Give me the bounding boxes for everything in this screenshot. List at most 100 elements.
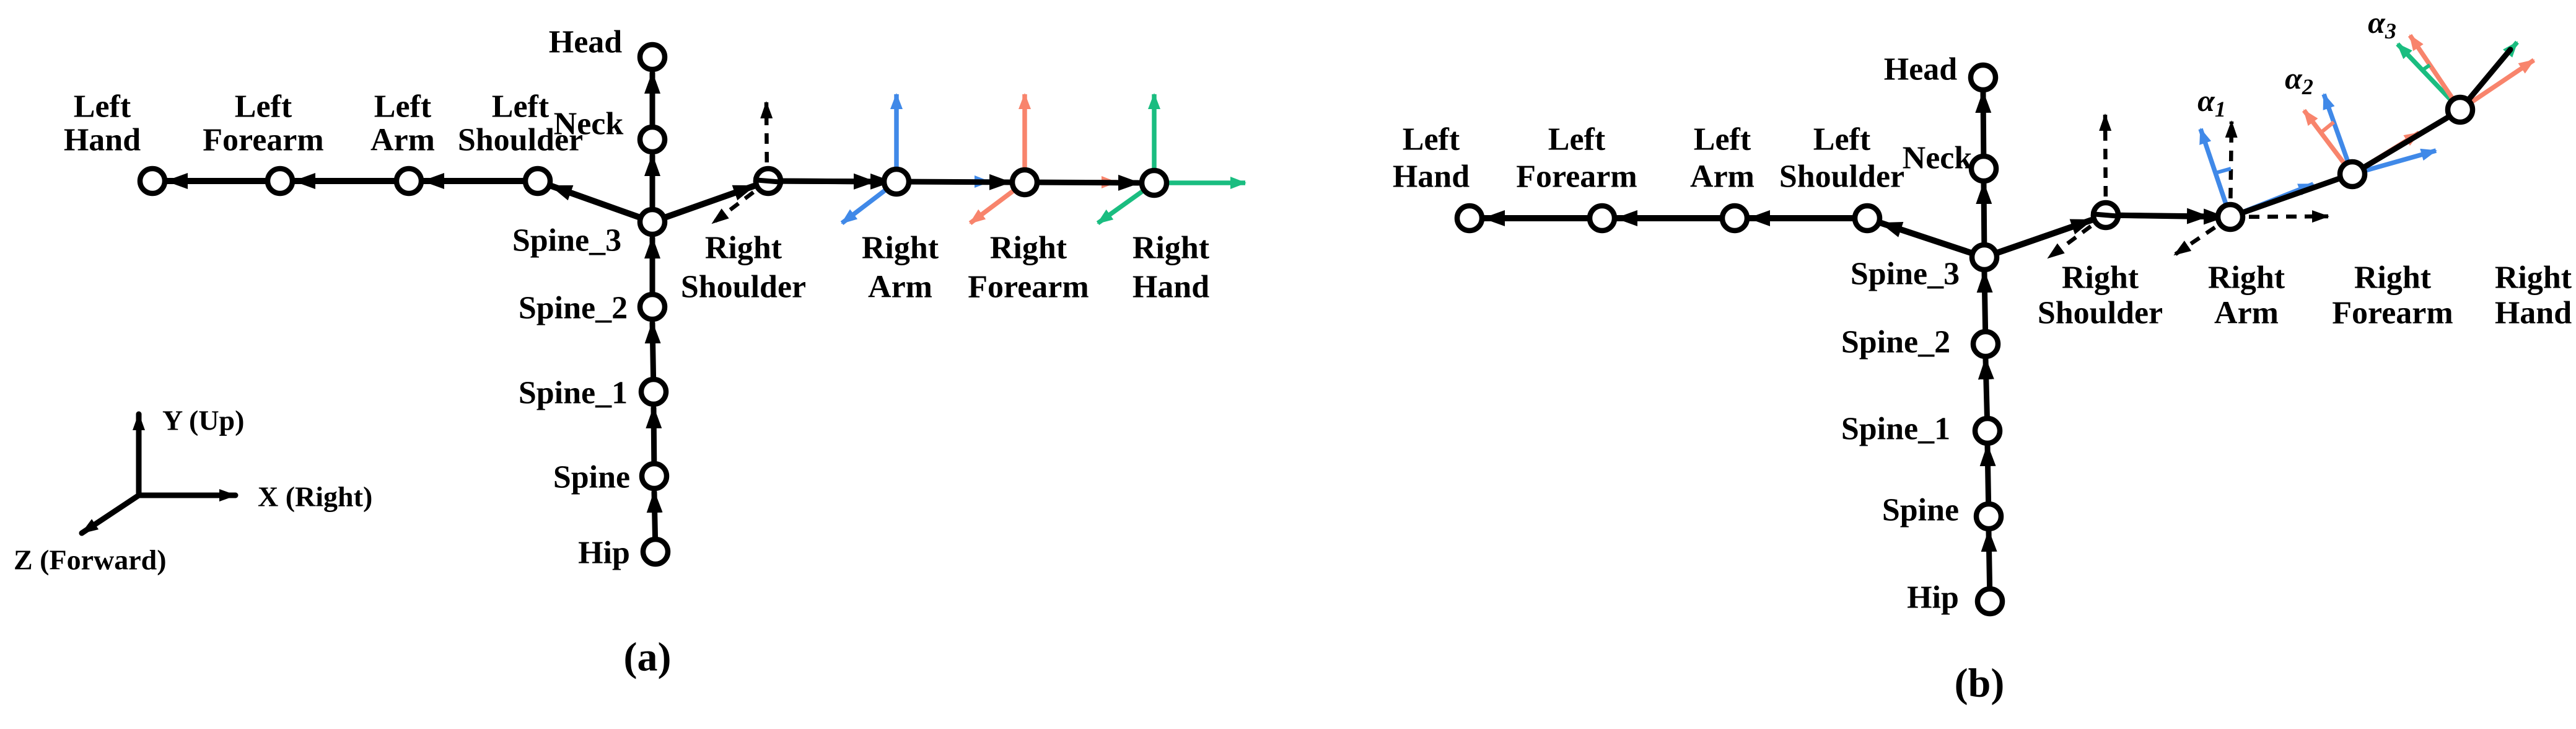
label-left-hand-a-2: Hand xyxy=(64,123,141,158)
label-left-forearm-a-1: Left xyxy=(235,89,292,125)
label-right-arm-b-1: Right xyxy=(2208,260,2285,296)
label-right-shoulder-b-1: Right xyxy=(2062,260,2139,296)
joint-right-forearm-b xyxy=(2337,159,2368,190)
joint-right-hand-b xyxy=(2445,94,2476,125)
label-neck-a: Neck xyxy=(554,107,624,142)
label-right-forearm-a-1: Right xyxy=(990,231,1067,266)
label-alpha-3: α3 xyxy=(2368,5,2396,43)
joint-left-hand-b xyxy=(1454,203,1485,234)
joint-left-shoulder-b xyxy=(1852,203,1883,234)
joint-left-shoulder-a xyxy=(522,166,553,197)
label-spine3-b: Spine_3 xyxy=(1851,257,1960,292)
joint-spine3-a xyxy=(637,206,668,237)
label-alpha-1: α1 xyxy=(2197,83,2226,122)
label-right-arm-a-1: Right xyxy=(862,231,939,266)
label-spine-b: Spine xyxy=(1882,493,1959,528)
joint-right-arm-a xyxy=(881,166,912,197)
joint-left-arm-a xyxy=(393,166,424,197)
alpha3-angle-tick xyxy=(2421,63,2431,72)
label-right-shoulder-b-2: Shoulder xyxy=(2038,296,2163,331)
label-hip-a: Hip xyxy=(578,536,630,571)
alpha-1-subscript: 1 xyxy=(2215,97,2226,122)
label-right-hand-a-2: Hand xyxy=(1132,270,1209,305)
joint-spine2-a xyxy=(637,291,668,322)
caption-panel-b: (b) xyxy=(1955,661,2005,706)
label-left-shoulder-b-1: Left xyxy=(1813,122,1871,157)
caption-panel-a: (a) xyxy=(624,635,672,680)
joint-spine1-a xyxy=(638,376,669,407)
joint-right-arm-b xyxy=(2215,201,2246,232)
joint-spine1-b xyxy=(1972,415,2003,446)
label-left-hand-a-1: Left xyxy=(74,89,131,125)
dashed-z-axis-right-arm-b xyxy=(2173,215,2232,257)
green-y-axis-right-hand-b xyxy=(2396,42,2462,112)
label-left-hand-b-1: Left xyxy=(1403,122,1460,157)
label-head-a: Head xyxy=(549,25,623,60)
label-left-arm-a-2: Arm xyxy=(370,123,435,158)
label-left-shoulder-a-2: Shoulder xyxy=(458,123,583,158)
dashed-y-axis-right-shoulder-a xyxy=(760,101,773,182)
alpha-2-subscript: 2 xyxy=(2302,74,2313,99)
joint-neck-b xyxy=(1968,153,1999,184)
label-right-forearm-a-2: Forearm xyxy=(968,270,1089,305)
panel-b: Head Neck Spine_3 Spine_2 Spine_1 Spine … xyxy=(1393,5,2572,706)
label-left-shoulder-a-1: Left xyxy=(492,89,550,125)
chord-right-shoulder-b xyxy=(2090,211,2121,219)
label-right-arm-b-2: Arm xyxy=(2214,296,2279,331)
alpha1-angle-tick xyxy=(2215,167,2232,175)
legend-z-axis-arrow xyxy=(79,492,142,536)
label-left-arm-a-1: Left xyxy=(374,89,432,125)
dashed-y-axis-right-arm-b xyxy=(2225,120,2238,218)
dashed-x-axis-right-arm-b xyxy=(2230,210,2329,223)
bone-spine3-right-shoulder-b xyxy=(1981,217,2095,260)
alpha-2-symbol: α xyxy=(2285,61,2303,95)
dashed-z-axis-right-shoulder-a xyxy=(711,179,769,225)
alpha2-angle-tick xyxy=(2320,120,2335,135)
label-left-forearm-a-2: Forearm xyxy=(203,123,323,158)
label-right-forearm-b-2: Forearm xyxy=(2332,296,2453,331)
legend-y-label: Y (Up) xyxy=(162,405,244,436)
joint-spine-b xyxy=(1973,501,2004,532)
joint-left-forearm-b xyxy=(1587,203,1618,234)
label-left-forearm-b-2: Forearm xyxy=(1516,159,1637,195)
alpha-3-symbol: α xyxy=(2368,5,2386,40)
joint-hip-a xyxy=(640,536,671,567)
label-left-arm-b-2: Arm xyxy=(1690,159,1755,195)
label-right-hand-b-1: Right xyxy=(2495,260,2572,296)
label-neck-b: Neck xyxy=(1903,141,1973,176)
label-right-shoulder-a-2: Shoulder xyxy=(681,270,806,305)
joint-right-forearm-a xyxy=(1009,167,1040,198)
label-spine2-a: Spine_2 xyxy=(519,291,628,326)
label-right-hand-a-1: Right xyxy=(1132,231,1210,266)
joint-spine3-b xyxy=(1969,242,2000,273)
bone-right-arm-forearm-b xyxy=(2227,175,2342,220)
joint-left-arm-b xyxy=(1719,203,1750,234)
bone-right-shoulder-arm-a-head2 xyxy=(765,173,894,190)
label-left-shoulder-b-2: Shoulder xyxy=(1779,159,1904,195)
alpha-1-symbol: α xyxy=(2197,83,2215,118)
label-hip-b: Hip xyxy=(1907,580,1959,616)
joint-spine2-b xyxy=(1970,329,2001,360)
panel-a: Head Neck Spine_3 Spine_2 Spine_1 Spine … xyxy=(64,25,1246,680)
joint-left-hand-a xyxy=(137,166,168,197)
legend-x-label: X (Right) xyxy=(258,481,372,513)
joint-neck-a xyxy=(637,124,668,155)
label-spine2-b: Spine_2 xyxy=(1841,325,1950,360)
coordinate-legend: Y (Up) X (Right) Z (Forward) xyxy=(14,405,372,576)
label-right-shoulder-a-1: Right xyxy=(705,231,782,266)
dashed-y-axis-right-shoulder-b xyxy=(2099,113,2112,216)
joint-head-a xyxy=(637,42,668,73)
legend-z-label: Z (Forward) xyxy=(14,544,167,576)
joint-hip-b xyxy=(1974,586,2005,617)
label-left-forearm-b-1: Left xyxy=(1548,122,1606,157)
bone-right-shoulder-arm-b-head2 xyxy=(2103,208,2227,225)
label-spine3-a: Spine_3 xyxy=(512,223,621,258)
label-spine-a: Spine xyxy=(553,460,630,495)
label-spine1-a: Spine_1 xyxy=(519,376,628,411)
joint-spine-a xyxy=(639,461,670,492)
bone-spine3-left-shoulder-a xyxy=(548,183,655,225)
label-left-arm-b-1: Left xyxy=(1694,122,1751,157)
label-spine1-b: Spine_1 xyxy=(1841,412,1950,447)
